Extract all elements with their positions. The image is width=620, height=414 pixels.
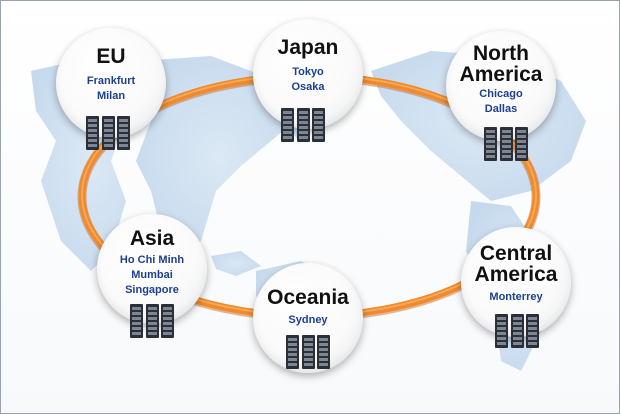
server-rack-icon (130, 304, 174, 338)
node-title-line-1: North (473, 42, 529, 65)
node-title: Oceania (267, 286, 349, 309)
node-north-america: North America Chicago Dallas (446, 31, 556, 141)
city-label: Sydney (288, 314, 328, 326)
city-label: Milan (96, 90, 126, 102)
city-label: Tokyo (292, 66, 324, 78)
city-label: Chicago (479, 88, 523, 100)
city-label: Osaka (291, 81, 325, 93)
node-title: Japan (277, 36, 339, 59)
city-label: Ho Chi Minh (119, 254, 185, 266)
server-rack-icon (484, 127, 528, 161)
city-label: Dallas (484, 103, 518, 115)
node-title-line-2: America (459, 63, 543, 86)
city-label: Singapore (125, 284, 179, 296)
map-sea-islands (211, 251, 261, 276)
node-title-line-2: America (474, 263, 558, 286)
server-rack-icon (495, 314, 539, 348)
map-asia (136, 56, 301, 256)
node-title: Asia (129, 227, 175, 250)
server-rack-icon (286, 335, 330, 369)
node-title: EU (96, 45, 126, 68)
server-rack-icon (86, 116, 130, 150)
city-label: Frankfurt (86, 75, 136, 87)
city-label: Mumbai (131, 269, 173, 281)
node-title-line-1: Central (479, 242, 553, 265)
server-rack-icon (281, 108, 325, 142)
city-label: Monterrey (489, 291, 543, 303)
node-central-america: Central America Monterrey (461, 227, 571, 337)
